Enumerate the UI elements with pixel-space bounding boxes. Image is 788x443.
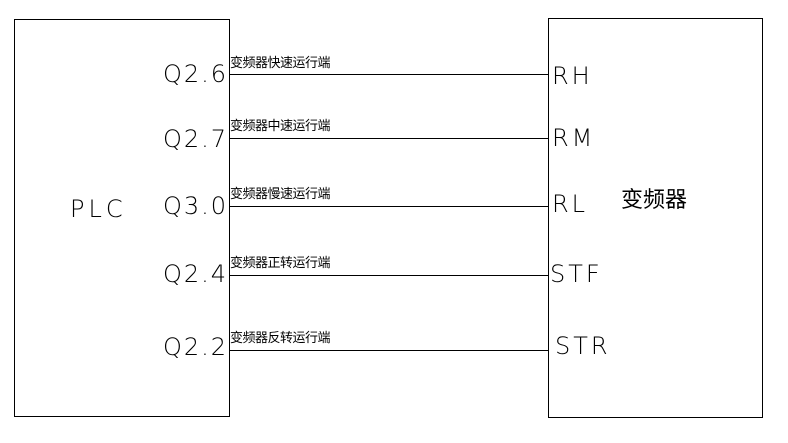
inverter-pin-rm: RM [552,124,596,152]
plc-port-q2-2: Q2.2 [162,333,228,361]
plc-block [14,19,230,417]
inverter-title: 变频器 [621,188,688,213]
signal-label-slow: 变频器慢速运行端 [230,187,331,202]
plc-title: PLC [70,195,127,223]
signal-label-reverse: 变频器反转运行端 [230,331,331,346]
inverter-pin-stf: STF [550,260,603,288]
plc-port-q2-6: Q2.6 [162,60,228,88]
inverter-block [548,18,763,418]
inverter-pin-str: STR [555,332,611,360]
wire-medium [230,138,548,139]
wire-fast [230,74,548,75]
plc-port-q3-0: Q3.0 [162,192,228,220]
wire-slow [230,206,548,207]
plc-port-q2-4: Q2.4 [162,260,228,288]
signal-label-medium: 变频器中速运行端 [230,119,331,134]
plc-port-q2-7: Q2.7 [162,125,228,153]
inverter-pin-rl: RL [552,190,589,218]
wire-forward [230,275,548,276]
signal-label-forward: 变频器正转运行端 [230,256,331,271]
wire-reverse [230,350,548,351]
signal-label-fast: 变频器快速运行端 [230,56,331,71]
inverter-pin-rh: RH [552,62,593,90]
